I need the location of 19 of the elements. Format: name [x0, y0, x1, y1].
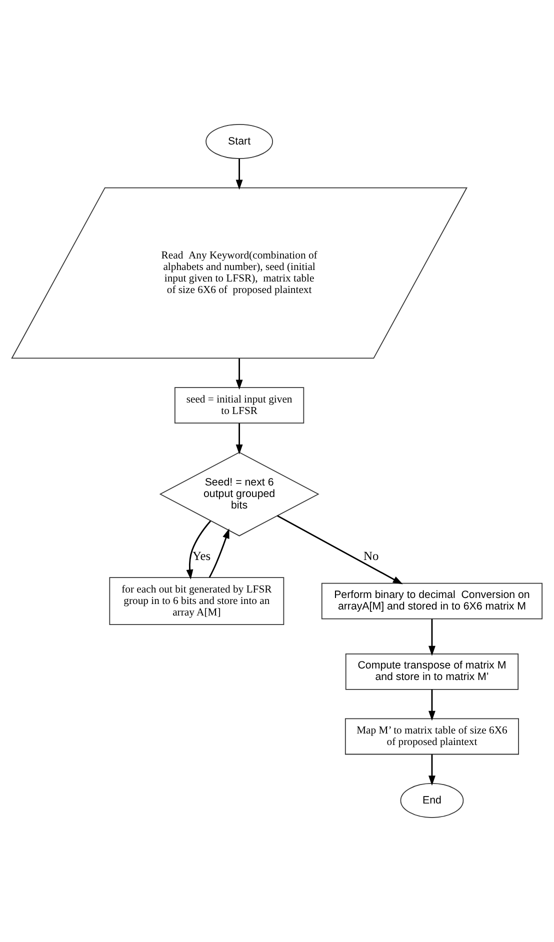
edge-label: Yes: [192, 548, 211, 563]
node-ellipse: Start: [206, 124, 273, 159]
node-box: Perform binary to decimal Conversion on arrayA[M] and stored in to 6X6 matrix M: [321, 582, 543, 620]
arrow: [428, 754, 436, 786]
node-box: Compute transpose of matrix M and store in to matrix M’: [345, 653, 519, 690]
arrow: [428, 618, 436, 656]
arrow: [236, 423, 243, 454]
arrow: [277, 515, 403, 584]
node-box: Map M’ to matrix table of size 6X6 of proposed plaintext: [344, 718, 519, 755]
arrow: [208, 528, 230, 578]
arrow: [236, 358, 243, 390]
arrow: [186, 520, 212, 580]
edge-label: No: [364, 548, 379, 563]
node-box: for each out bit generated by LFSR group in to 6 bits and store into an array A[M]: [109, 577, 284, 626]
node-ellipse: End: [400, 783, 464, 818]
arrow: [428, 689, 436, 721]
arrow: [236, 158, 243, 190]
node-box: seed = initial input given to LFSR: [174, 387, 304, 424]
node-diamond: Seed! = next 6 output grouped bits: [159, 452, 320, 536]
